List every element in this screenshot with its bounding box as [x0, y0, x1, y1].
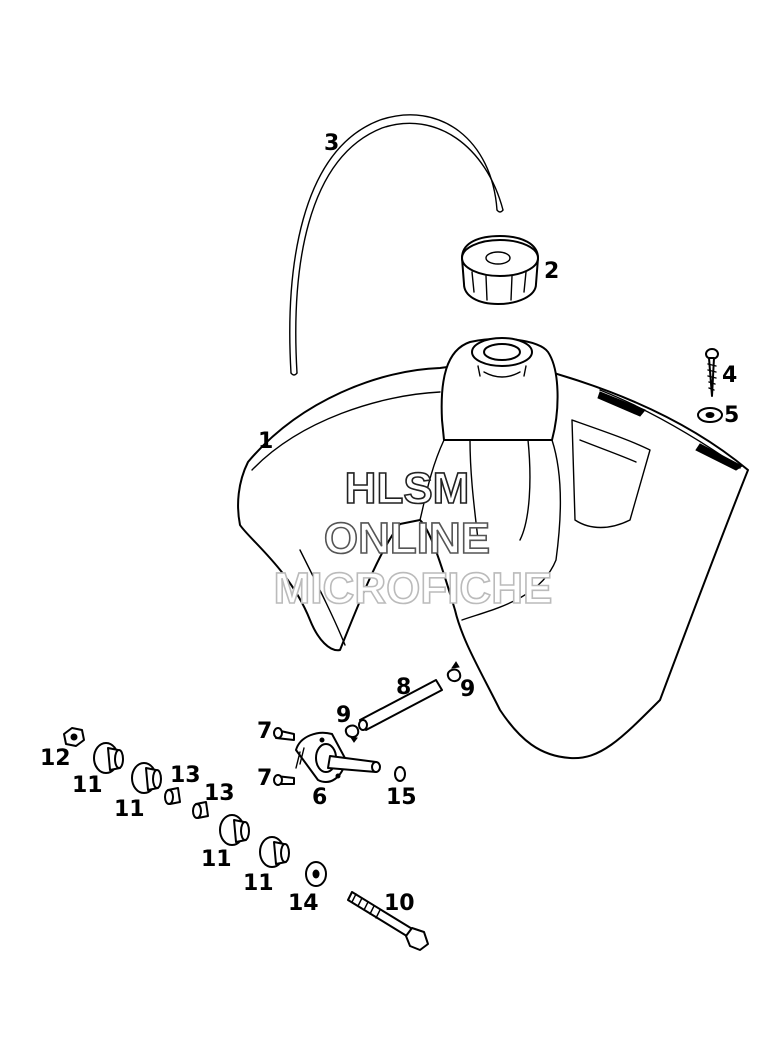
callout-2: 2: [544, 259, 559, 284]
nut[interactable]: [63, 727, 85, 747]
rubber-bushing[interactable]: [93, 742, 124, 774]
callout-7-lower: 7: [257, 766, 272, 791]
callout-9-right: 9: [460, 677, 475, 702]
tap-screw[interactable]: [273, 774, 295, 786]
watermark-line-1: HLSM: [345, 464, 470, 513]
callout-10: 10: [384, 891, 415, 916]
callout-3: 3: [324, 131, 339, 156]
callout-15: 15: [386, 785, 417, 810]
callout-7-upper: 7: [257, 719, 272, 744]
watermark: HLSM ONLINE MICROFICHE: [273, 463, 553, 614]
fuel-line[interactable]: [358, 679, 443, 731]
callout-5: 5: [724, 403, 739, 428]
callout-6: 6: [312, 785, 327, 810]
callout-11-b: 11: [114, 797, 145, 822]
callout-13-b: 13: [204, 781, 235, 806]
mount-bolt[interactable]: [347, 891, 429, 951]
tank-cap[interactable]: [461, 235, 539, 305]
fuel-tank[interactable]: [237, 337, 749, 760]
callout-8: 8: [396, 675, 411, 700]
callout-12: 12: [40, 746, 71, 771]
watermark-line-2: ONLINE: [324, 514, 490, 563]
rubber-bushing[interactable]: [131, 762, 162, 794]
callout-9-left: 9: [336, 703, 351, 728]
washer[interactable]: [697, 407, 723, 423]
hose-clamp[interactable]: [344, 724, 360, 743]
screw[interactable]: [705, 348, 719, 397]
o-ring[interactable]: [394, 766, 406, 782]
callout-14: 14: [288, 891, 319, 916]
watermark-line-3: MICROFICHE: [274, 564, 553, 613]
rubber-bushing[interactable]: [219, 814, 250, 846]
callout-labels: 1 2 3 4 5 6 7 7 8 9 9 10 11 11 11 11 12 …: [40, 131, 739, 916]
callout-13-a: 13: [170, 763, 201, 788]
callout-1: 1: [258, 429, 273, 454]
spacer-sleeve[interactable]: [164, 787, 181, 805]
fuel-tap[interactable]: [295, 731, 381, 783]
rubber-bushing[interactable]: [259, 836, 290, 868]
tap-screw[interactable]: [273, 727, 295, 741]
callout-4: 4: [722, 363, 737, 388]
callout-11-d: 11: [243, 871, 274, 896]
callout-11-a: 11: [72, 773, 103, 798]
callout-11-c: 11: [201, 847, 232, 872]
flat-washer[interactable]: [305, 861, 327, 887]
hose-clamp[interactable]: [446, 661, 462, 682]
spacer-sleeve[interactable]: [192, 801, 209, 819]
breather-hose[interactable]: [289, 114, 504, 376]
